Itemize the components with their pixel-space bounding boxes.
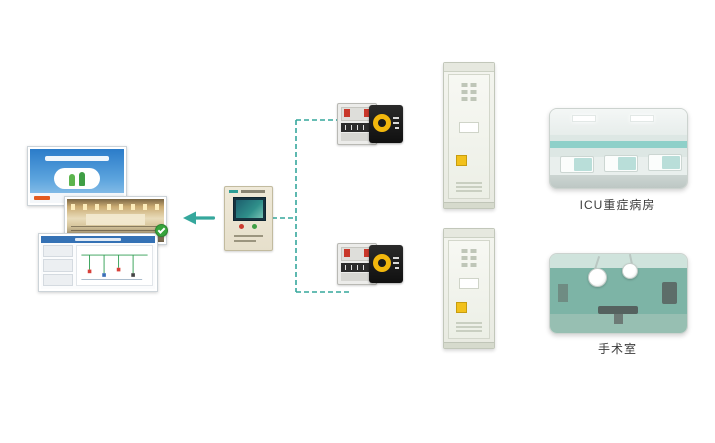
power-distribution-cabinet-icu bbox=[443, 62, 495, 209]
cabinet-grill bbox=[456, 182, 482, 194]
transformer-yellow-label bbox=[373, 114, 391, 132]
scada-window bbox=[41, 236, 155, 289]
controller-caption-bar bbox=[234, 240, 256, 242]
scada-panel bbox=[43, 273, 73, 286]
vent-grid bbox=[461, 83, 477, 101]
operating-room-label: 手术室 bbox=[597, 342, 637, 356]
scada-title-bar bbox=[41, 236, 155, 243]
ceiling-light bbox=[572, 115, 596, 122]
icu-back-wall bbox=[550, 135, 687, 157]
ats-label-panel bbox=[341, 123, 373, 132]
hospital-bed bbox=[648, 154, 682, 171]
operating-table-pedestal bbox=[614, 314, 623, 324]
cabinet-door bbox=[448, 74, 490, 199]
ats-label-text-bar bbox=[345, 125, 369, 130]
ats-label-panel bbox=[341, 263, 373, 272]
surgical-light bbox=[622, 263, 638, 279]
icu-ward-label: ICU重症病房 bbox=[579, 198, 656, 212]
cabinet-base bbox=[444, 342, 494, 348]
cabinet-nameplate bbox=[459, 121, 479, 133]
scada-panel bbox=[43, 259, 73, 272]
person-figure-icon bbox=[79, 172, 85, 186]
cabinet-door bbox=[448, 240, 490, 339]
cabinet-nameplate bbox=[459, 277, 479, 289]
transformer-yellow-label bbox=[373, 254, 391, 272]
icu-ward-photo bbox=[549, 108, 688, 189]
controller-caption-bar bbox=[234, 235, 263, 237]
vent-cell bbox=[470, 90, 477, 94]
vent-cell bbox=[461, 249, 468, 253]
transformer-text-bar bbox=[395, 127, 399, 129]
transformer-text-bar bbox=[393, 117, 399, 119]
person-figure-icon bbox=[69, 174, 75, 186]
power-distribution-cabinet-or bbox=[443, 228, 495, 349]
hospital-bed bbox=[604, 155, 638, 172]
ats-red-handle bbox=[344, 249, 350, 257]
monitor-screen-scada bbox=[38, 233, 158, 292]
power-indicator bbox=[252, 224, 257, 229]
isolation-transformer-top bbox=[369, 105, 403, 143]
vent-cell bbox=[461, 83, 468, 87]
arrow-left-icon bbox=[183, 211, 215, 225]
hall-ceiling-lights bbox=[71, 204, 160, 210]
cabinet-grill bbox=[456, 322, 482, 334]
cabinet-top-cap bbox=[444, 229, 494, 238]
controller-title-text-bar bbox=[241, 190, 265, 193]
cabinet-top-cap bbox=[444, 63, 494, 72]
ceiling-light bbox=[630, 115, 654, 122]
transformer-text-bar bbox=[395, 267, 399, 269]
cabinet-base bbox=[444, 202, 494, 208]
vent-cell bbox=[461, 263, 468, 267]
vent-cell bbox=[470, 263, 477, 267]
brand-logo bbox=[34, 196, 50, 200]
transformer-text-bar bbox=[393, 257, 399, 259]
scada-sidebar bbox=[43, 245, 73, 286]
vent-cell bbox=[461, 256, 468, 260]
isolation-transformer-bottom bbox=[369, 245, 403, 283]
hall-stage bbox=[86, 214, 145, 225]
operating-table bbox=[598, 306, 638, 314]
vent-cell bbox=[470, 97, 477, 101]
operating-room-photo bbox=[549, 253, 688, 334]
controller-display bbox=[233, 197, 266, 221]
presentation-slide bbox=[30, 149, 124, 203]
surgical-light bbox=[588, 268, 607, 287]
ats-base bbox=[341, 133, 373, 141]
insulation-monitoring-controller bbox=[224, 186, 273, 251]
transformer-text-bar bbox=[393, 122, 399, 124]
scada-schematic bbox=[81, 254, 148, 281]
brand-mark bbox=[229, 190, 238, 193]
vent-cell bbox=[461, 97, 468, 101]
check-badge-icon bbox=[155, 224, 168, 237]
hospital-bed bbox=[560, 156, 594, 173]
warning-sticker-icon bbox=[456, 155, 467, 167]
ats-label-text-bar bbox=[345, 265, 369, 270]
vent-cell bbox=[461, 90, 468, 94]
teal-wall-strip bbox=[550, 141, 687, 148]
vent-cell bbox=[470, 256, 477, 260]
warning-sticker-icon bbox=[456, 301, 467, 313]
transformer-text-bar bbox=[393, 262, 399, 264]
ats-red-handle bbox=[344, 109, 350, 117]
slide-title-text-bar bbox=[45, 156, 109, 161]
icu-ceiling bbox=[550, 109, 687, 135]
vent-cell bbox=[470, 83, 477, 87]
scada-main-area bbox=[76, 245, 153, 286]
medical-equipment bbox=[558, 284, 568, 302]
slide-graphic-cloud bbox=[54, 168, 100, 189]
vent-grid bbox=[461, 249, 477, 267]
scada-panel bbox=[43, 245, 73, 258]
icu-floor bbox=[550, 175, 687, 188]
vent-cell bbox=[470, 249, 477, 253]
ats-red-handle bbox=[364, 249, 370, 257]
ats-red-handle bbox=[364, 109, 370, 117]
ats-base bbox=[341, 273, 373, 281]
scada-title-text-bar bbox=[75, 238, 121, 241]
medical-equipment bbox=[662, 282, 677, 304]
controller-display-image bbox=[236, 200, 263, 218]
alarm-indicator bbox=[239, 224, 244, 229]
